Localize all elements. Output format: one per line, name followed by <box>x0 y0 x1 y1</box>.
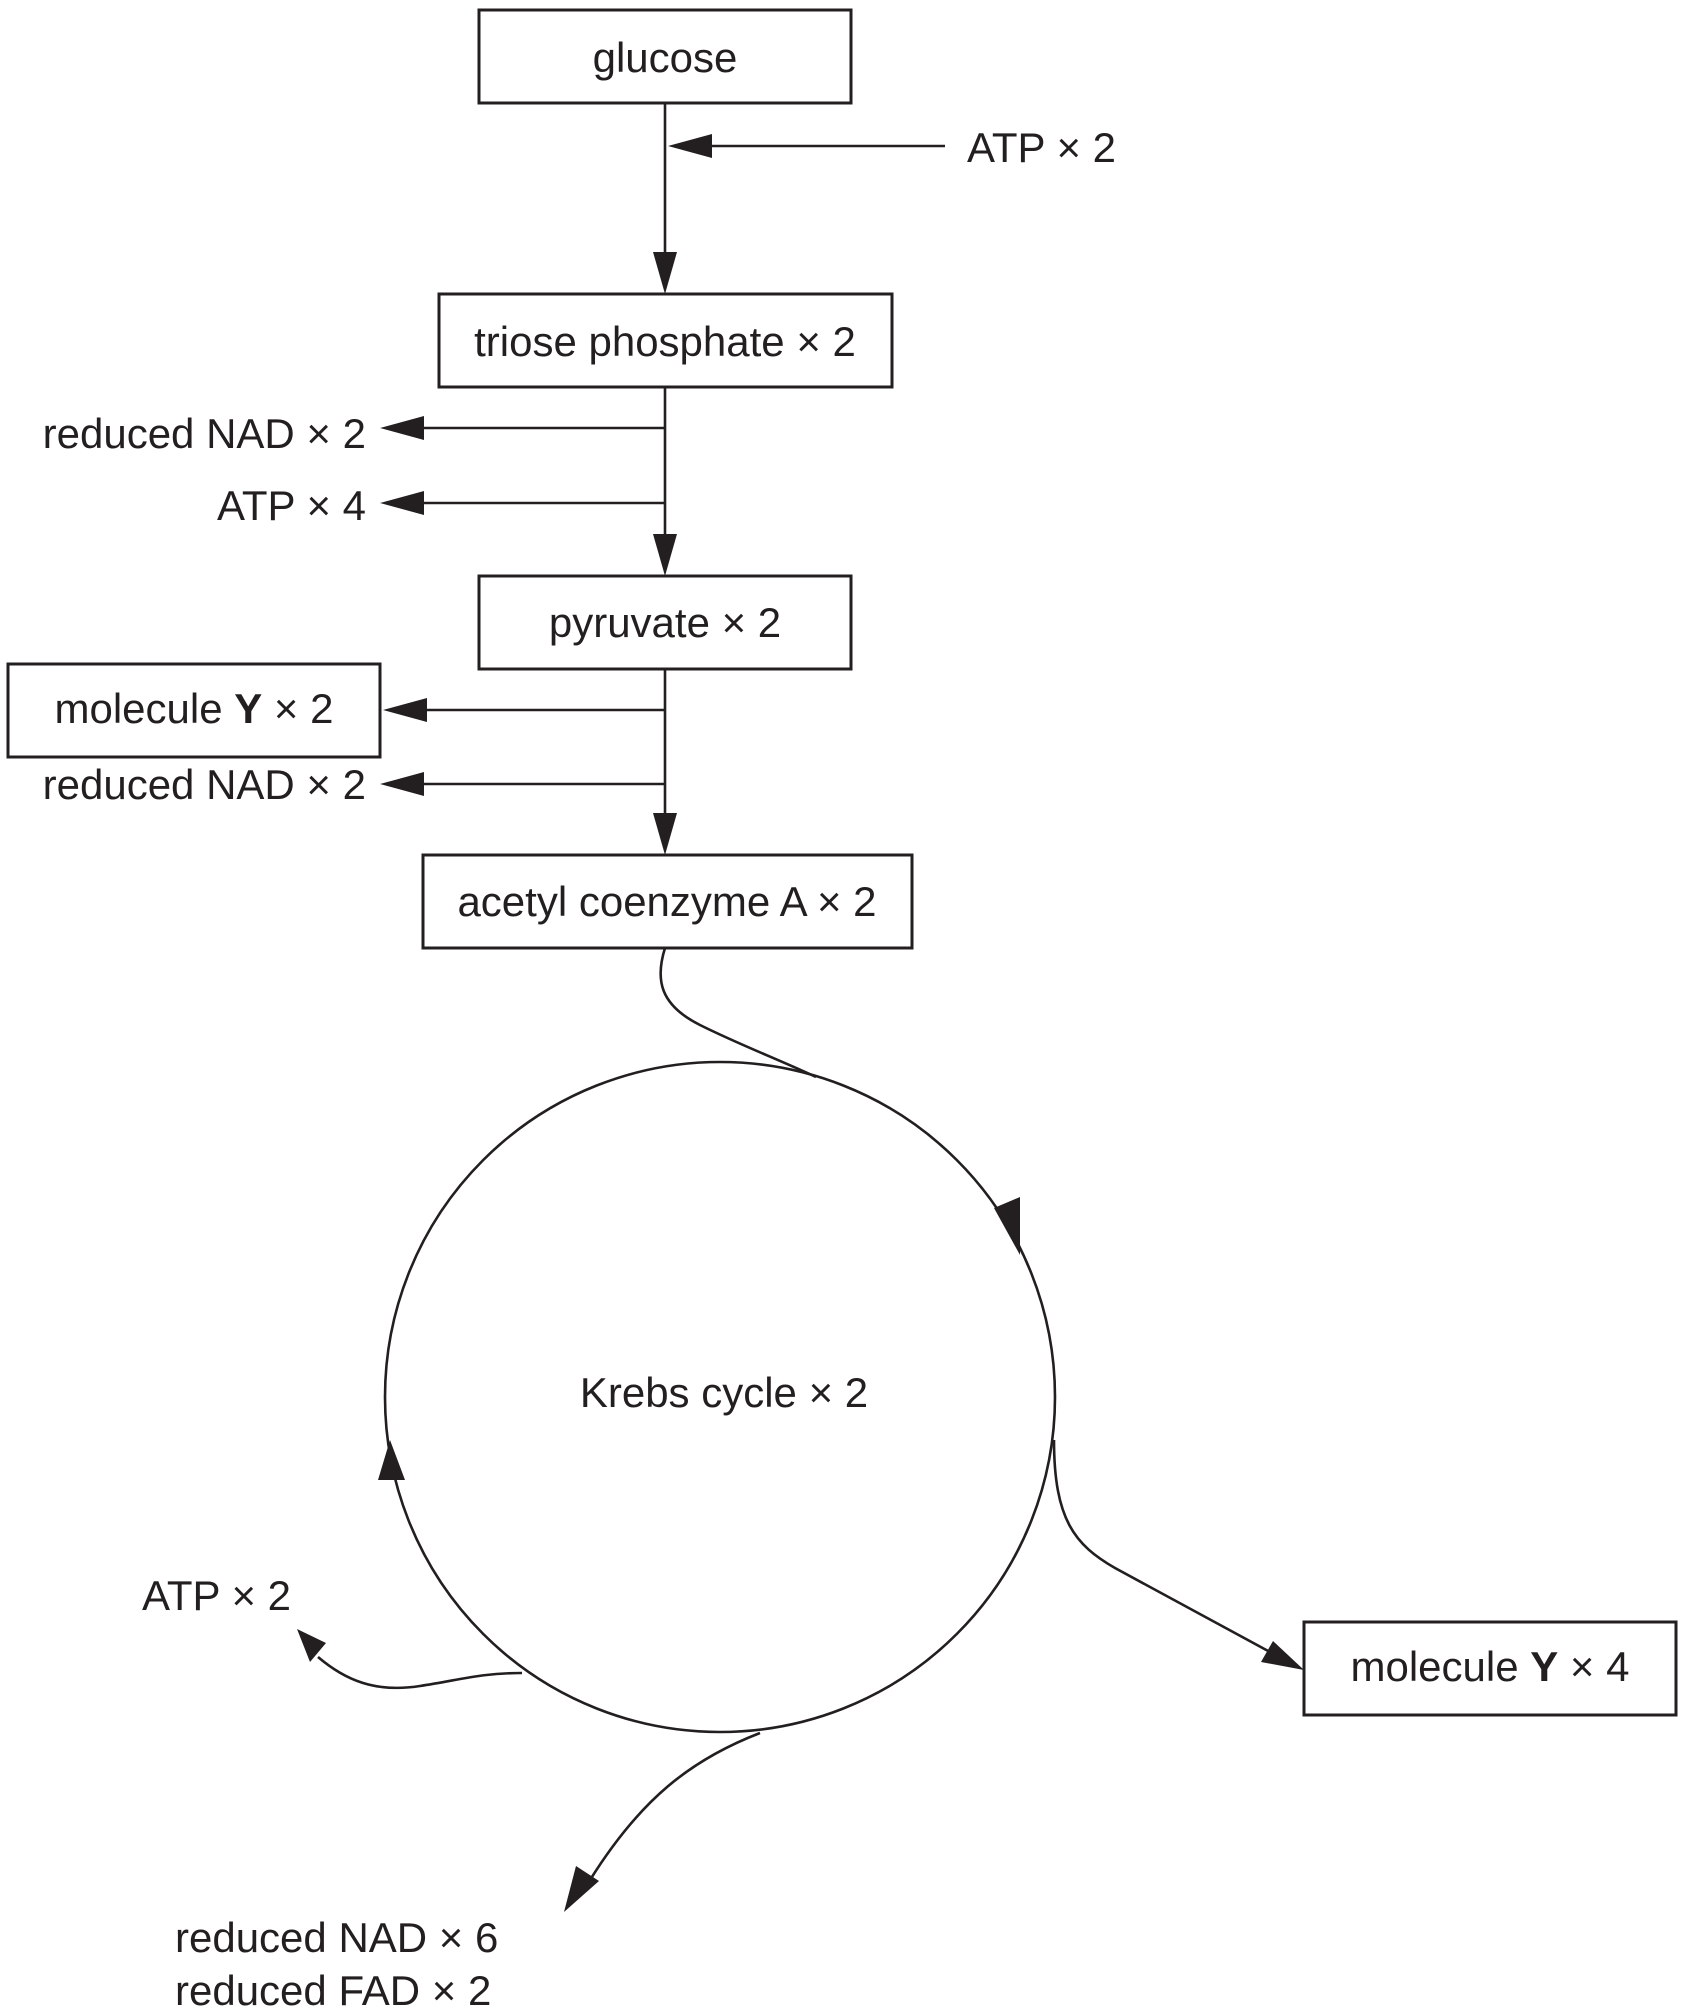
arrow-krebs-atp-out-path <box>317 1656 523 1690</box>
arrow-krebs-reduced-out <box>564 1731 761 1912</box>
arrow-krebs-to-molecule-y-path <box>1052 1439 1271 1654</box>
triose-phosphate-node: triose phosphate × 2 <box>437 292 894 389</box>
molecule-y-4-label: molecule Y × 4 <box>1350 1643 1629 1690</box>
arrow-atp-in-head <box>668 134 712 158</box>
arrow-acetyl-into-krebs-path <box>659 947 817 1079</box>
acetyl-coenzyme-a-node: acetyl coenzyme A × 2 <box>421 853 914 950</box>
arrow-pyruvate-to-acetyl <box>653 669 677 855</box>
glucose-node: glucose <box>477 8 853 105</box>
reduced-nad-2-label: reduced NAD × 2 <box>43 761 366 808</box>
molecule-y-4-node: molecule Y × 4 <box>1302 1620 1678 1717</box>
arrow-krebs-atp-out <box>297 1629 523 1690</box>
molecule-y-2-label: molecule Y × 2 <box>54 685 333 732</box>
arrow-krebs-reduced-out-head <box>564 1866 599 1912</box>
arrow-reduced-nad-out-2 <box>380 772 665 796</box>
arrow-acetyl-into-krebs <box>659 947 817 1079</box>
arrow-atp-out-4-head <box>380 491 424 515</box>
atp-krebs-label: ATP × 2 <box>142 1572 291 1619</box>
arrow-triose-to-pyruvate-head <box>653 534 677 576</box>
pyruvate-node: pyruvate × 2 <box>477 574 853 671</box>
arrow-reduced-nad-out-2-head <box>380 772 424 796</box>
molecule-y-4-suffix: × 4 <box>1558 1643 1629 1690</box>
arrow-atp-in <box>668 134 945 158</box>
krebs-cycle-arrow-right <box>994 1197 1020 1255</box>
arrow-krebs-to-molecule-y <box>1052 1439 1304 1670</box>
molecule-y-4-prefix: molecule <box>1350 1643 1530 1690</box>
arrow-glucose-to-triose-head <box>653 252 677 294</box>
krebs-cycle: Krebs cycle × 2 <box>378 1060 1057 1734</box>
arrow-molecule-y-out-head <box>383 698 427 722</box>
molecule-y-4-box <box>1302 1620 1678 1717</box>
arrow-reduced-nad-out-1 <box>380 416 665 440</box>
arrow-molecule-y-out <box>383 698 665 722</box>
molecule-y-2-prefix: molecule <box>54 685 234 732</box>
molecule-y-2-node: molecule Y × 2 <box>6 662 382 759</box>
molecule-y-2-letter: Y <box>234 685 262 732</box>
arrow-glucose-to-triose <box>653 103 677 294</box>
arrow-pyruvate-to-acetyl-head <box>653 813 677 855</box>
krebs-cycle-arrow-left <box>378 1440 405 1480</box>
arrow-krebs-atp-out-head <box>297 1629 326 1662</box>
reduced-nad-1-label: reduced NAD × 2 <box>43 410 366 457</box>
acetyl-coenzyme-a-label: acetyl coenzyme A × 2 <box>457 878 876 925</box>
arrow-krebs-to-molecule-y-head <box>1261 1641 1304 1670</box>
arrow-triose-to-pyruvate <box>653 387 677 576</box>
pyruvate-label: pyruvate × 2 <box>549 599 781 646</box>
acetyl-coenzyme-a-box <box>421 853 914 950</box>
arrow-krebs-reduced-out-path <box>588 1731 761 1881</box>
glucose-box <box>477 8 853 105</box>
triose-phosphate-box <box>437 292 894 389</box>
molecule-y-4-letter: Y <box>1530 1643 1558 1690</box>
krebs-cycle-circle <box>383 1060 1057 1734</box>
atp-in-label: ATP × 2 <box>967 124 1116 171</box>
triose-phosphate-label: triose phosphate × 2 <box>474 318 856 365</box>
molecule-y-2-suffix: × 2 <box>262 685 333 732</box>
reduced-nad-6-label: reduced NAD × 6 <box>175 1914 498 1961</box>
glucose-label: glucose <box>593 34 738 81</box>
krebs-cycle-label: Krebs cycle × 2 <box>580 1369 868 1416</box>
reduced-fad-label: reduced FAD × 2 <box>175 1967 491 2013</box>
arrow-atp-out-4 <box>380 491 665 515</box>
atp-out-4-label: ATP × 4 <box>217 482 366 529</box>
molecule-y-2-box <box>6 662 382 759</box>
arrow-reduced-nad-out-1-head <box>380 416 424 440</box>
